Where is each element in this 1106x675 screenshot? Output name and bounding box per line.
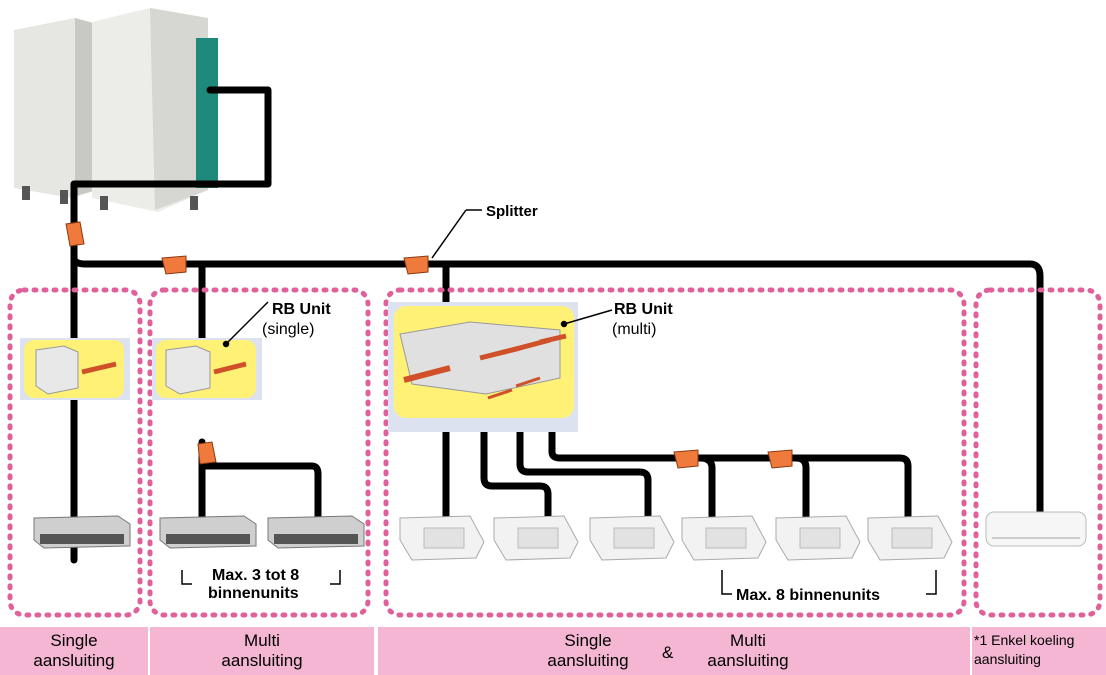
band-multi-line1: Multi	[244, 631, 280, 650]
group-multi	[147, 287, 371, 618]
rb-unit-single-title: RB Unit	[272, 301, 331, 318]
leader-lines	[222, 209, 613, 348]
indoor-unit-ducted	[267, 515, 365, 549]
indoor-unit-cassette	[493, 515, 579, 561]
max-multi-line2: binnenunits	[208, 585, 299, 602]
band-sm-amp: &	[662, 643, 674, 662]
band-multi: Multi aansluiting	[150, 627, 374, 675]
indoor-unit-ducted	[33, 515, 131, 549]
bracket-lines	[181, 570, 937, 595]
band-single-multi: Single aansluiting & Multi aansluiting	[378, 627, 970, 675]
indoor-unit-cassette	[399, 515, 485, 561]
refrigerant-pipes	[70, 86, 1044, 564]
indoor-unit-wall-mounted	[985, 511, 1087, 547]
splitter-icon	[65, 221, 85, 247]
splitters	[65, 221, 793, 469]
rb-unit-multi-sub: (multi)	[612, 321, 656, 338]
rb-unit-multi	[388, 302, 578, 432]
group-cooling	[973, 287, 1103, 618]
splitter-icon	[161, 255, 187, 275]
group-borders	[7, 287, 1103, 618]
splitter-icon	[673, 449, 699, 469]
rb-unit-single	[152, 338, 262, 400]
band-single-line2: aansluiting	[33, 651, 115, 670]
max-multi-line1: Max. 3 tot 8	[212, 567, 299, 584]
outdoor-unit-left	[14, 18, 104, 204]
group-single	[7, 287, 143, 618]
splitter-icon	[197, 441, 217, 465]
band-multi-line2: aansluiting	[221, 651, 303, 670]
band-single-line1: Single	[50, 631, 98, 650]
band-sm-single-line1: Single	[564, 631, 612, 650]
band-single: Single aansluiting	[0, 627, 148, 675]
splitter-label: Splitter	[486, 203, 538, 220]
indoor-unit-cassette	[589, 515, 675, 561]
indoor-unit-ducted	[159, 515, 257, 549]
indoor-unit-cassette	[775, 515, 861, 561]
vrf-system-diagram: Splitter RB Unit (single) RB Unit (multi…	[7, 8, 1103, 618]
band-sm-multi-line2: aansluiting	[707, 651, 789, 670]
band-cooling-line2: aansluiting	[974, 651, 1041, 667]
indoor-unit-cassette	[681, 515, 767, 561]
rb-unit-single-sub: (single)	[262, 321, 314, 338]
band-sm-single-line2: aansluiting	[547, 651, 629, 670]
band-cooling: *1 Enkel koeling aansluiting	[972, 627, 1106, 675]
rb-unit-multi-title: RB Unit	[614, 301, 673, 318]
band-sm-multi-line1: Multi	[730, 631, 766, 650]
indoor-unit-cassette	[867, 515, 953, 561]
splitter-icon	[767, 449, 793, 469]
outdoor-unit-right	[92, 8, 218, 212]
rb-unit-standalone	[20, 338, 130, 400]
splitter-icon	[403, 255, 429, 275]
group-single-multi	[383, 287, 967, 618]
max-8-label: Max. 8 binnenunits	[736, 587, 880, 604]
band-cooling-line1: *1 Enkel koeling	[974, 632, 1075, 648]
